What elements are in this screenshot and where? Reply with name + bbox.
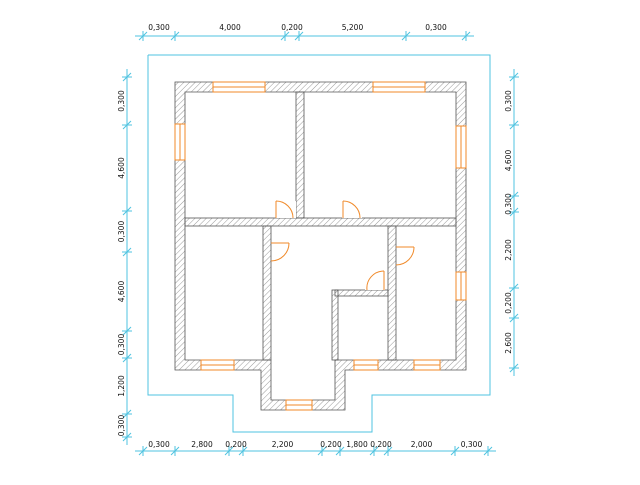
dimension-label-top: 0,300: [425, 23, 447, 32]
dimension-label-left: 0,300: [117, 90, 126, 112]
doors: [270, 200, 415, 291]
dimension-label-right: 2,200: [504, 239, 513, 261]
door-room-upper-right: [342, 200, 362, 219]
door-room-lower-right: [395, 246, 415, 266]
dimension-label-bottom: 0,300: [461, 440, 483, 449]
dimension-label-bottom: 0,300: [148, 440, 170, 449]
dimension-chains: 0,300 4,000 0,200 5,200 0,300 0,300 2,800 0,200…: [117, 23, 519, 456]
dimension-label-right: 0,200: [504, 292, 513, 314]
dimension-label-bottom: 0,200: [370, 440, 392, 449]
interior-wall-vertical-right: [387, 225, 397, 361]
dimension-label-right: 4,600: [504, 150, 513, 172]
interior-wall-bath-left: [331, 289, 339, 361]
dimension-label-left: 0,300: [117, 415, 126, 437]
outline-dimension-line: [147, 54, 491, 433]
dimension-label-right: 0,300: [504, 193, 513, 215]
door-bathroom: [365, 270, 385, 291]
dimension-label-bottom: 0,200: [225, 440, 247, 449]
dimension-label-right: 0,300: [504, 90, 513, 112]
dimension-label-bottom: 1,800: [346, 440, 368, 449]
dimension-label-left: 0,300: [117, 221, 126, 243]
interior-wall-bath-top: [334, 289, 389, 297]
dimension-label-bottom: 0,200: [320, 440, 342, 449]
dimension-label-left: 4,600: [117, 281, 126, 303]
interior-wall-horizontal: [184, 217, 457, 227]
dimension-label-bottom: 2,000: [411, 440, 433, 449]
door-room-lower-left: [270, 242, 290, 262]
interior-wall-vertical-upper: [295, 91, 305, 219]
dimension-label-left: 4,600: [117, 157, 126, 179]
windows: [174, 81, 467, 411]
dimension-label-left: 0,300: [117, 334, 126, 356]
dimension-label-bottom: 2,200: [272, 440, 294, 449]
interior-wall-vertical-left: [262, 225, 272, 361]
dimension-label-top: 5,200: [342, 23, 364, 32]
dimension-label-right: 2,600: [504, 332, 513, 354]
door-room-upper-left: [275, 200, 296, 219]
dimension-label-top: 4,000: [219, 23, 241, 32]
dimension-label-top: 0,200: [281, 23, 303, 32]
walls: [174, 81, 467, 411]
dimension-label-bottom: 2,800: [191, 440, 213, 449]
dimension-label-top: 0,300: [148, 23, 170, 32]
dimension-label-left: 1,200: [117, 375, 126, 397]
